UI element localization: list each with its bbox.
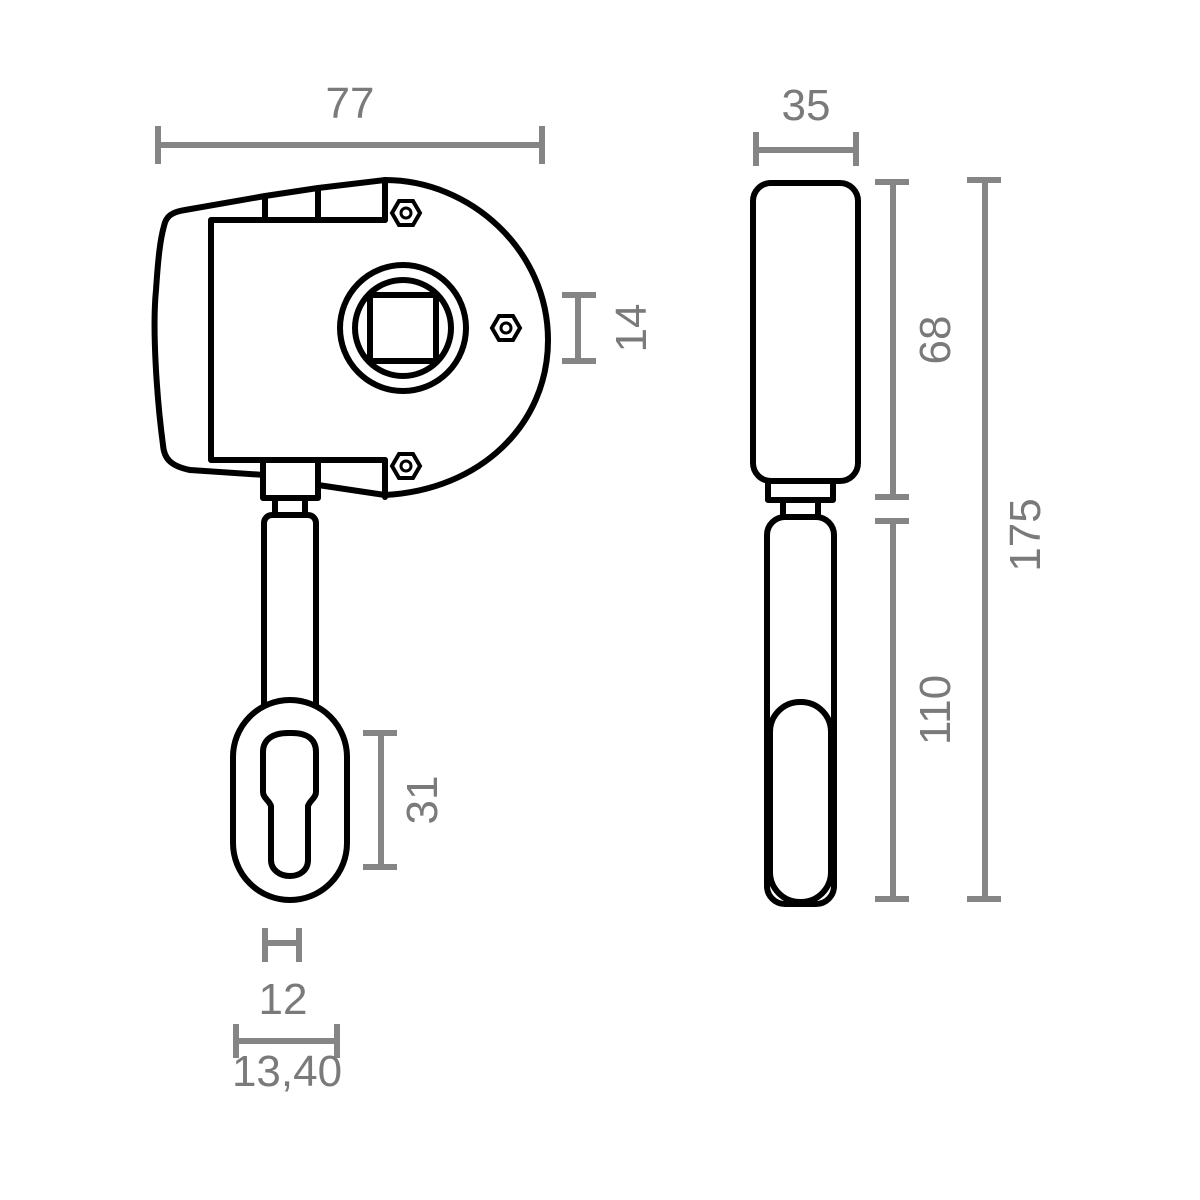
- dimension-label-175: 175: [1001, 498, 1050, 571]
- dimension-label-68: 68: [911, 316, 960, 365]
- dimension-eyelet-slot-width: 12: [259, 928, 308, 1024]
- hex-nut-icon: [489, 314, 523, 342]
- dimension-body-depth: 35: [753, 81, 859, 166]
- dimension-label-35: 35: [782, 81, 831, 130]
- dimension-handle-length: 110: [875, 518, 960, 902]
- dimension-label-77: 77: [326, 79, 375, 128]
- side-body: [750, 180, 861, 484]
- dimension-label-13-40: 13,40: [232, 1047, 342, 1096]
- dimension-square-drive: 14: [562, 292, 656, 364]
- dimension-eyelet-slot-height: 31: [363, 730, 447, 870]
- dimension-overall-width: 77: [155, 79, 545, 164]
- dimension-eyelet-width: 13,40: [232, 1024, 342, 1096]
- dimension-overall-height: 175: [967, 177, 1050, 902]
- hex-nut-icon: [389, 199, 423, 227]
- side-view: 35 68 110 175: [750, 81, 1050, 907]
- dimension-label-31: 31: [398, 776, 447, 825]
- dimension-label-110: 110: [911, 675, 960, 745]
- square-drive: [367, 292, 439, 364]
- dimension-body-height: 68: [875, 179, 960, 500]
- dimension-label-12: 12: [259, 975, 308, 1024]
- coupling-block: [260, 457, 321, 501]
- hex-nut-icon: [389, 452, 423, 480]
- side-handle-grip: [767, 699, 834, 905]
- front-view: 77 14 31 12 13,40: [151, 79, 656, 1096]
- dimension-label-14: 14: [607, 304, 656, 353]
- eyelet-slot: [260, 730, 319, 879]
